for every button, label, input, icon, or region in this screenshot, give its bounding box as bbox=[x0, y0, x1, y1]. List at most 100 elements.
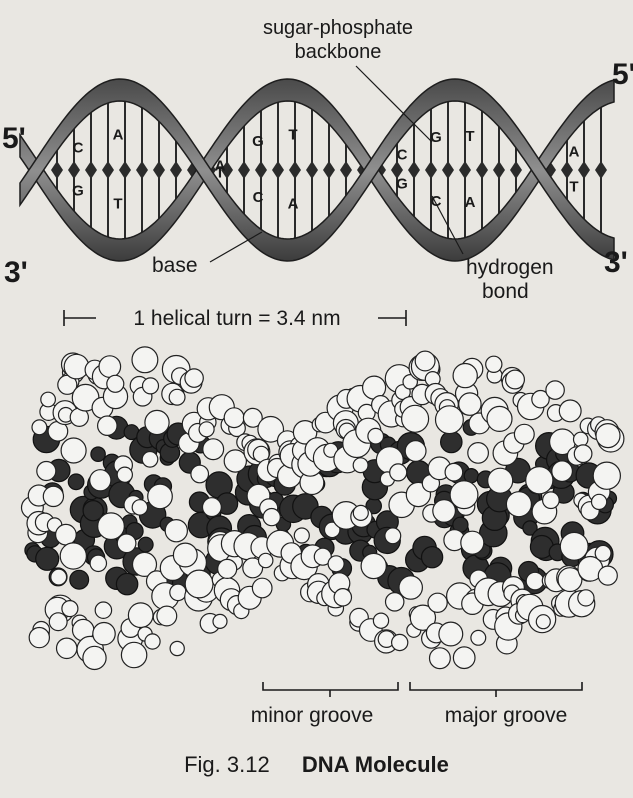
light-atom bbox=[169, 389, 185, 405]
light-atom bbox=[546, 381, 564, 399]
light-atom bbox=[353, 505, 368, 520]
light-atom bbox=[593, 462, 620, 489]
hydrogen-bond-mark bbox=[510, 161, 522, 179]
light-atom bbox=[436, 406, 464, 434]
base-letter-top: T bbox=[465, 128, 474, 145]
base-letter-bottom: C bbox=[253, 189, 264, 206]
light-atom bbox=[402, 405, 429, 432]
light-atom bbox=[199, 422, 214, 437]
base-letter-top: C bbox=[73, 139, 84, 156]
light-atom bbox=[574, 445, 592, 463]
backbone-label-line2: backbone bbox=[295, 41, 382, 63]
hydrogen-bond-mark bbox=[68, 161, 80, 179]
light-atom bbox=[143, 378, 159, 394]
hydrogen-bond-mark bbox=[493, 161, 505, 179]
dark-atom bbox=[68, 474, 84, 490]
light-atom bbox=[471, 630, 486, 645]
light-atom bbox=[37, 462, 56, 481]
light-atom bbox=[56, 524, 77, 545]
light-atom bbox=[121, 642, 146, 667]
hydrogen-bond-mark bbox=[476, 161, 488, 179]
dark-atom bbox=[36, 547, 59, 570]
light-atom bbox=[294, 528, 309, 543]
hydrogen-bond-mark bbox=[425, 161, 437, 179]
dark-atom bbox=[70, 570, 89, 589]
light-atom bbox=[62, 601, 78, 617]
light-atom bbox=[51, 569, 67, 585]
base-letter-bottom: T bbox=[569, 178, 578, 195]
light-atom bbox=[459, 393, 481, 415]
light-atom bbox=[526, 572, 544, 590]
dark-atom bbox=[91, 447, 105, 461]
light-atom bbox=[61, 438, 86, 463]
light-atom bbox=[453, 647, 475, 669]
light-atom bbox=[428, 593, 447, 612]
light-atom bbox=[49, 613, 67, 631]
light-atom bbox=[536, 615, 550, 629]
light-atom bbox=[170, 641, 184, 655]
hydrogen-bond-mark bbox=[408, 161, 420, 179]
figure-caption: Fig. 3.12 DNA Molecule bbox=[0, 752, 633, 778]
base-letter-top: C bbox=[397, 147, 408, 164]
hydrogen-bond-mark bbox=[306, 161, 318, 179]
light-atom bbox=[552, 461, 573, 482]
light-atom bbox=[399, 576, 422, 599]
base-letter-top: G bbox=[430, 129, 442, 146]
light-atom bbox=[453, 364, 477, 388]
light-atom bbox=[185, 570, 213, 598]
dark-atom bbox=[422, 547, 443, 568]
hydrogen-bond-mark bbox=[119, 161, 131, 179]
five-prime-left-label: 5' bbox=[2, 122, 26, 155]
hydrogen-bond-mark bbox=[459, 161, 471, 179]
base-letter-top: G bbox=[252, 133, 264, 150]
light-atom bbox=[185, 369, 203, 387]
five-prime-right-label: 5' bbox=[612, 58, 633, 91]
light-atom bbox=[439, 622, 463, 646]
hydrogen-bond-mark bbox=[323, 161, 335, 179]
base-letter-bottom: A bbox=[288, 195, 299, 212]
light-atom bbox=[468, 443, 489, 464]
light-atom bbox=[592, 494, 607, 509]
light-atom bbox=[107, 375, 124, 392]
base-letter-top: A bbox=[569, 144, 580, 161]
base-letter-bottom: G bbox=[72, 183, 84, 200]
hydrogen-bond-mark bbox=[289, 161, 301, 179]
ribbon-helix-model: CGATATGCTACGGCTAAT bbox=[20, 79, 614, 261]
light-atom bbox=[93, 623, 115, 645]
base-letter-bottom: T bbox=[113, 196, 122, 213]
hydrogen-bond-mark bbox=[442, 161, 454, 179]
light-atom bbox=[433, 500, 456, 523]
light-atom bbox=[60, 543, 86, 569]
light-atom bbox=[90, 470, 111, 491]
hydrogen-bond-mark bbox=[561, 161, 573, 179]
base-leader-line bbox=[210, 232, 262, 262]
base-letter-bottom: T bbox=[215, 164, 224, 181]
light-atom bbox=[390, 464, 407, 481]
base-letter-top: T bbox=[288, 127, 297, 144]
light-atom bbox=[145, 634, 160, 649]
hydrogen-bond-mark bbox=[102, 161, 114, 179]
base-letter-top: A bbox=[113, 126, 124, 143]
light-atom bbox=[252, 578, 272, 598]
light-atom bbox=[32, 420, 47, 435]
light-atom bbox=[128, 603, 153, 628]
light-atom bbox=[203, 439, 224, 460]
light-atom bbox=[132, 500, 147, 515]
three-prime-right-label: 3' bbox=[604, 246, 628, 279]
light-atom bbox=[596, 424, 620, 448]
light-atom bbox=[487, 406, 512, 431]
light-atom bbox=[543, 492, 560, 509]
helical-turn-label: 1 helical turn = 3.4 nm bbox=[133, 307, 340, 330]
hydrogen-bond-mark bbox=[272, 161, 284, 179]
light-atom bbox=[56, 638, 76, 658]
light-atom bbox=[191, 465, 209, 483]
minor-groove-label: minor groove bbox=[251, 704, 374, 727]
light-atom bbox=[98, 416, 117, 435]
light-atom bbox=[385, 528, 401, 544]
light-atom bbox=[574, 432, 588, 446]
light-atom bbox=[328, 556, 344, 572]
light-atom bbox=[578, 590, 594, 606]
light-atom bbox=[203, 498, 222, 517]
light-atom bbox=[259, 553, 273, 567]
